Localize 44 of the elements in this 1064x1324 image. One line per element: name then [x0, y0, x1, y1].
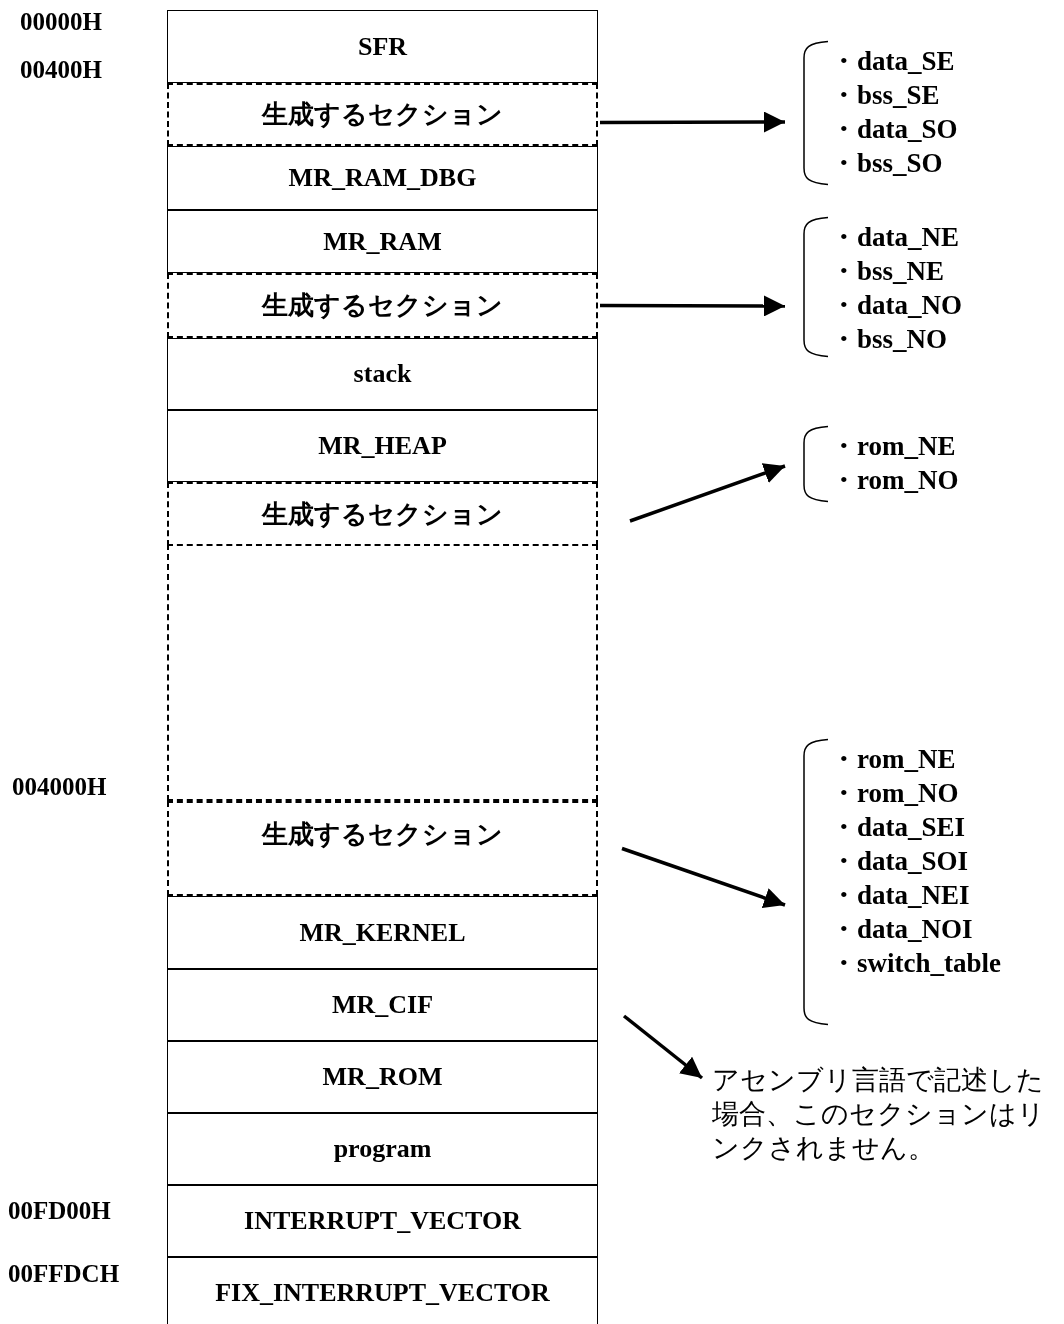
memory-section: INTERRUPT_VECTOR	[167, 1185, 598, 1257]
section-name: ・data_NE	[830, 221, 959, 254]
section-name: ・data_NEI	[830, 879, 970, 912]
arrow	[621, 846, 786, 909]
memory-section: MR_HEAP	[167, 410, 598, 482]
address-label: 00400H	[20, 56, 102, 84]
memory-section: stack	[167, 338, 598, 410]
section-name: ・data_SE	[830, 45, 955, 78]
arrow	[629, 463, 786, 523]
arrow	[600, 295, 785, 317]
address-label: 004000H	[12, 773, 107, 801]
section-name: ・rom_NO	[830, 464, 959, 497]
note-text: アセンブリ言語で記述した場合、このセクションはリンクされません。	[712, 1063, 1052, 1165]
section-name: ・bss_SO	[830, 147, 943, 180]
section-name: ・bss_NO	[830, 323, 948, 356]
section-name: ・switch_table	[830, 947, 1001, 980]
memory-section: 生成するセクション	[167, 273, 598, 338]
memory-section: 生成するセクション	[167, 801, 598, 896]
section-name: ・rom_NO	[830, 777, 959, 810]
memory-section: SFR	[167, 10, 598, 83]
section-name: ・bss_NE	[830, 255, 945, 288]
section-name: ・data_SOI	[830, 845, 969, 878]
address-label: 00000H	[20, 8, 102, 36]
section-name: ・rom_NE	[830, 743, 956, 776]
memory-section: MR_ROM	[167, 1041, 598, 1113]
section-name: ・bss_SE	[830, 79, 940, 112]
section-name: ・data_SEI	[830, 811, 966, 844]
arrow	[600, 111, 785, 133]
address-label: 00FFDCH	[8, 1260, 120, 1288]
memory-section: 生成するセクション	[167, 83, 598, 146]
arrow	[622, 1014, 704, 1080]
memory-section: MR_CIF	[167, 969, 598, 1041]
section-name: ・rom_NE	[830, 430, 956, 463]
memory-section: MR_RAM_DBG	[167, 146, 598, 210]
section-name: ・data_NO	[830, 289, 962, 322]
memory-section: MR_RAM	[167, 210, 598, 273]
memory-section: FIX_INTERRUPT_VECTOR	[167, 1257, 598, 1324]
section-name: ・data_NOI	[830, 913, 973, 946]
empty-area	[167, 544, 598, 801]
address-label: 00FD00H	[8, 1197, 111, 1225]
memory-section: MR_KERNEL	[167, 896, 598, 969]
memory-section: program	[167, 1113, 598, 1185]
memory-section: 生成するセクション	[167, 482, 598, 546]
section-name: ・data_SO	[830, 113, 958, 146]
